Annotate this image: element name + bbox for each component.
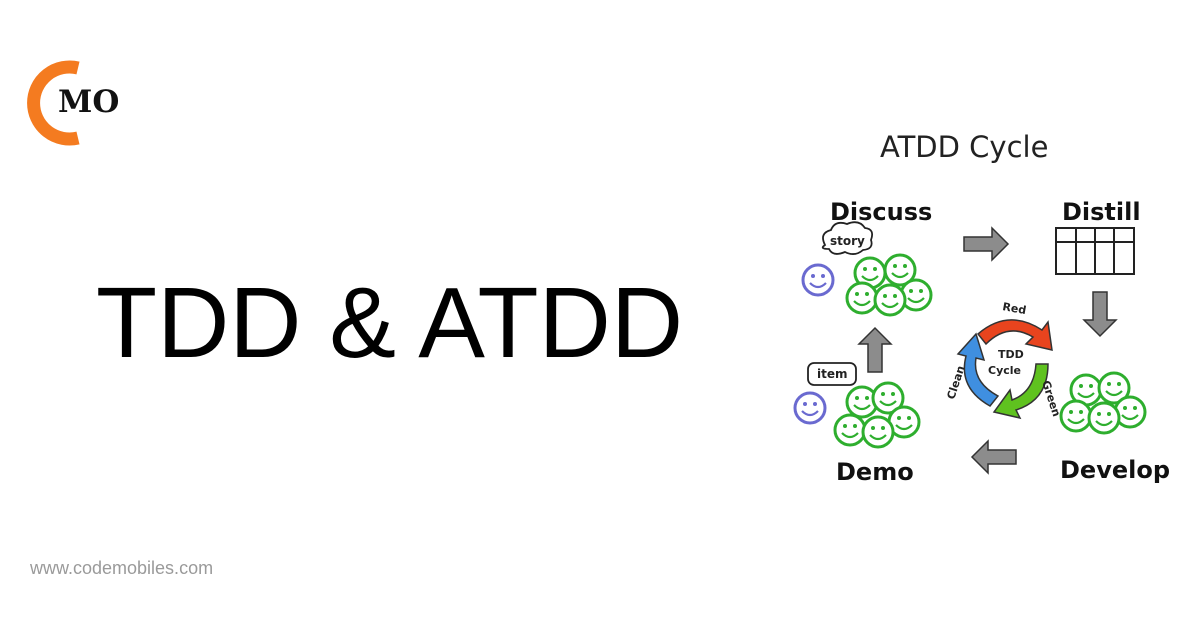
- stage-discuss-label: Discuss: [830, 198, 932, 226]
- atdd-cycle-graphic: ATDD Cycle Discuss Distill Develop Demo …: [793, 130, 1170, 486]
- tdd-label-line2: Cycle: [988, 364, 1021, 377]
- tdd-green-label: Green: [1039, 379, 1063, 418]
- tdd-clean-label: Clean: [944, 364, 967, 401]
- arrow-up-icon: [857, 326, 893, 373]
- distill-table-icon: [1055, 227, 1135, 275]
- stage-develop-label: Develop: [1060, 456, 1170, 484]
- team-smiley-icon: [1087, 401, 1121, 435]
- customer-smiley-icon: [801, 263, 835, 297]
- red-arrow-icon: [976, 319, 1053, 351]
- logo-text: MO: [58, 84, 120, 120]
- atdd-cycle-diagram: ATDD Cycle Discuss Distill Develop Demo …: [780, 120, 1180, 520]
- story-bubble: story: [821, 221, 874, 255]
- logo-c-icon: [27, 60, 80, 146]
- tdd-label-line1: TDD: [998, 348, 1024, 361]
- team-smiley-icon: [861, 415, 895, 449]
- team-smiley-icon: [833, 413, 867, 447]
- arrow-left-icon: [970, 439, 1017, 475]
- page-title: TDD & ATDD: [96, 267, 684, 379]
- arrow-right-icon: [963, 226, 1010, 262]
- stage-demo-label: Demo: [836, 458, 914, 486]
- item-bubble: item: [807, 362, 857, 386]
- diagram-title: ATDD Cycle: [880, 130, 1048, 164]
- stage-distill-label: Distill: [1062, 198, 1141, 226]
- team-smiley-icon: [1059, 399, 1093, 433]
- tdd-cycle: TDD Cycle Red Green Clean: [944, 300, 1063, 420]
- team-smiley-icon: [873, 283, 907, 317]
- team-smiley-icon: [845, 281, 879, 315]
- footer-url[interactable]: www.codemobiles.com: [30, 558, 214, 578]
- codemobiles-logo: MO: [20, 58, 120, 150]
- item-bubble-label: item: [817, 367, 848, 381]
- tdd-red-label: Red: [1001, 300, 1027, 317]
- customer-smiley-icon: [793, 391, 827, 425]
- green-arrow-icon: [992, 363, 1049, 420]
- story-bubble-label: story: [830, 234, 865, 248]
- blue-arrow-icon: [956, 332, 1000, 407]
- arrow-down-icon: [1082, 291, 1118, 338]
